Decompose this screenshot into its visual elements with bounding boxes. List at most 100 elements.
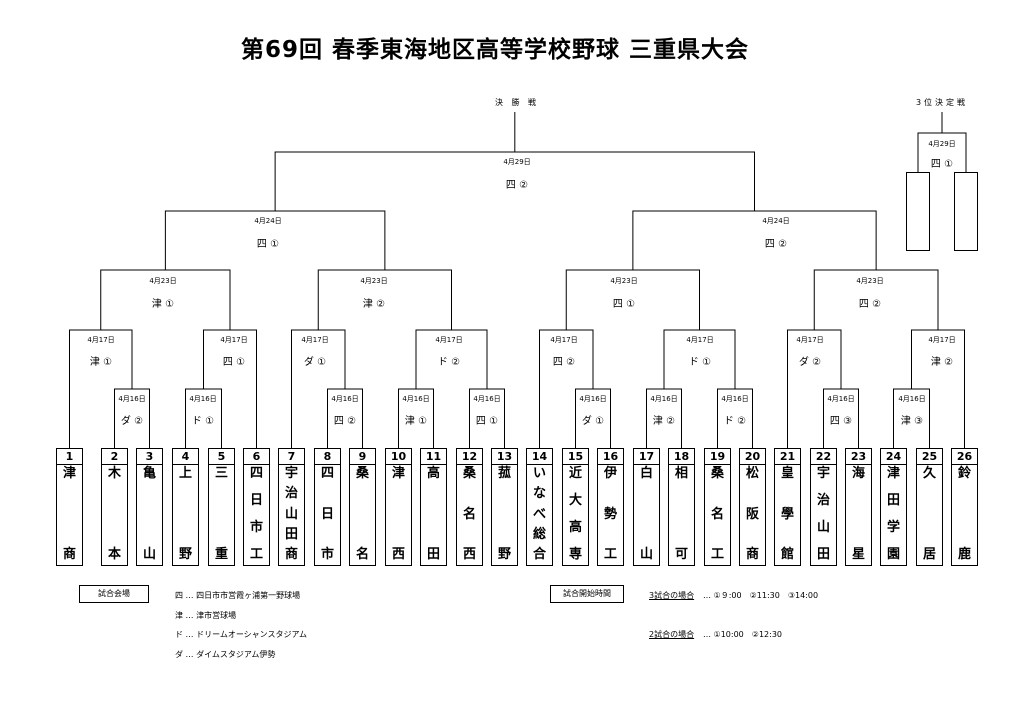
- team-name: 皇學館: [775, 465, 800, 563]
- round2-8-date: 4月17日: [928, 336, 956, 344]
- team-name-char: 上: [178, 466, 192, 481]
- round1-2-venue: ド ①: [191, 416, 215, 427]
- team-name-char: 学: [886, 520, 900, 535]
- team-name: 鈴鹿: [952, 465, 977, 563]
- team-number: 25: [917, 449, 942, 465]
- team-name-char: 阪: [745, 506, 759, 522]
- round2-7-venue: ダ ②: [798, 357, 822, 368]
- team-number: 6: [244, 449, 269, 465]
- team-name-char: 宇: [816, 466, 830, 481]
- team-name-char: 西: [391, 547, 405, 562]
- team-name-char: 西: [462, 547, 476, 562]
- semi-bracket: [632, 210, 877, 270]
- team-number: 19: [705, 449, 730, 465]
- team-number: 1: [57, 449, 82, 465]
- team-name-char: 治: [816, 493, 830, 508]
- round2-1-date: 4月17日: [87, 336, 115, 344]
- semi-1-venue: 四 ①: [256, 239, 280, 250]
- team-number: 24: [881, 449, 906, 465]
- team-name-char: 近: [568, 466, 582, 481]
- team-name-char: 専: [568, 547, 582, 562]
- team-number: 12: [457, 449, 482, 465]
- page-title: 第69回 春季東海地区高等学校野球 三重県大会: [240, 37, 750, 63]
- team-name: 相可: [669, 465, 694, 563]
- team-name-char: 四: [320, 466, 334, 481]
- team-name-char: 木: [107, 466, 121, 481]
- three-games-label: 3試合の場合: [649, 591, 695, 600]
- quarter-1-date: 4月23日: [149, 277, 177, 285]
- team-number: 18: [669, 449, 694, 465]
- team-name-char: 日: [249, 493, 263, 508]
- quarter-2-venue: 津 ②: [362, 299, 386, 310]
- quarter-1-venue: 津 ①: [151, 299, 175, 310]
- round2-1-venue: 津 ①: [89, 357, 113, 368]
- team-number: 4: [173, 449, 198, 465]
- round1-6-date: 4月16日: [579, 395, 607, 403]
- team-name-char: 重: [214, 547, 228, 562]
- team-name-char: 工: [603, 547, 617, 562]
- team-number: 20: [740, 449, 765, 465]
- team-name: 津商: [57, 465, 82, 563]
- team-name: 亀山: [137, 465, 162, 563]
- team-name: 宇治山田: [811, 465, 836, 563]
- third-place-slot-1: [906, 172, 930, 251]
- team-name-char: 松: [745, 466, 759, 481]
- team-name: 久居: [917, 465, 942, 563]
- third-place-date: 4月29日: [928, 140, 956, 148]
- team-name-char: 山: [284, 506, 298, 522]
- team-number: 15: [563, 449, 588, 465]
- team-name-char: 田: [426, 547, 440, 562]
- team-name-char: 宇: [284, 466, 298, 481]
- team-name-char: 津: [62, 466, 76, 481]
- team-name-char: 大: [568, 493, 582, 508]
- start-time-box: 試合開始時間: [550, 585, 624, 603]
- team-name-char: 居: [922, 547, 936, 562]
- team-name: 四日市: [315, 465, 340, 563]
- round1-3-date: 4月16日: [331, 395, 359, 403]
- round1-3-venue: 四 ②: [333, 416, 357, 427]
- semi-1-date: 4月24日: [254, 217, 282, 225]
- team-name: 宇治山田商: [279, 465, 304, 563]
- team-name-char: 市: [249, 520, 263, 535]
- team-name-char: 鹿: [957, 547, 971, 562]
- team-number: 8: [315, 449, 340, 465]
- round1-4-venue: 津 ①: [404, 416, 428, 427]
- venue-note-3: ド … ドリームオーシャンスタジアム: [175, 630, 307, 639]
- team-name-char: 桑: [355, 466, 369, 481]
- team-name-char: 皇: [780, 466, 794, 481]
- team-name-char: 津: [886, 466, 900, 481]
- round1-8-date: 4月16日: [721, 395, 749, 403]
- round1-4-date: 4月16日: [402, 395, 430, 403]
- team-name-char: 三: [214, 466, 228, 481]
- team-name-char: 伊: [603, 466, 617, 481]
- team-number: 2: [102, 449, 127, 465]
- round1-5-date: 4月16日: [473, 395, 501, 403]
- team-name-char: 合: [532, 547, 546, 562]
- team-number: 21: [775, 449, 800, 465]
- team-number: 17: [634, 449, 659, 465]
- team-name-char: 商: [745, 547, 759, 562]
- team-number: 23: [846, 449, 871, 465]
- team-name-char: 學: [780, 506, 794, 522]
- team-name: 白山: [634, 465, 659, 563]
- team-number: 3: [137, 449, 162, 465]
- team-name-char: 総: [532, 526, 546, 542]
- team-name-char: 治: [284, 486, 298, 502]
- team-name-char: 商: [284, 547, 298, 562]
- team-name-char: 園: [886, 547, 900, 562]
